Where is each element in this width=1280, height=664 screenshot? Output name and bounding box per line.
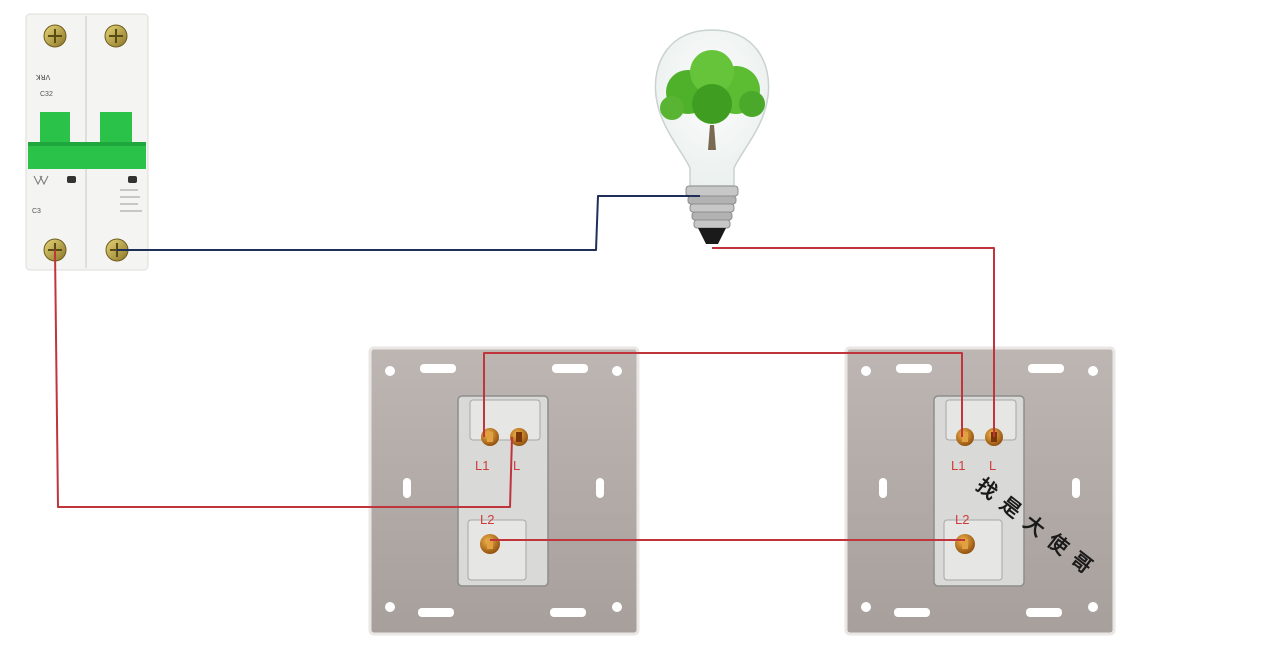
label-l1-right: L1: [951, 458, 965, 473]
breaker-curve-label: C3: [32, 208, 41, 215]
breaker-brand-label: ꓘꓤꓥ: [35, 74, 50, 82]
breaker-indicator-right: [128, 176, 137, 183]
neutral-wire: [117, 195, 700, 251]
live-wire-right-l-to-bulb: [712, 247, 995, 437]
terminal-l1-right: [956, 428, 974, 446]
tree-icon: [660, 50, 765, 150]
terminal-l2-left: [480, 534, 500, 554]
light-bulb-icon: [654, 29, 770, 244]
switch-left: L1 L L2: [368, 346, 640, 636]
switch-left-core: [457, 395, 549, 587]
label-l2-right: L2: [955, 512, 969, 527]
breaker-top-screw-left: [43, 24, 67, 48]
breaker-spec-text: [120, 189, 142, 212]
terminal-l-left: [510, 428, 528, 446]
bulb-base: [685, 185, 739, 244]
live-wire-breaker-to-left-l: [54, 249, 513, 508]
label-l-left: L: [513, 458, 520, 473]
terminal-l2-right: [955, 534, 975, 554]
label-l-right: L: [989, 458, 996, 473]
traveler-wire-l1: [483, 352, 963, 437]
breaker-top-screw-right: [104, 24, 128, 48]
terminal-l1-left: [481, 428, 499, 446]
breaker-symbol: [33, 175, 49, 186]
breaker-indicator-left: [67, 176, 76, 183]
circuit-breaker: ꓘꓤꓥ C32 C3: [25, 13, 149, 271]
breaker-lever[interactable]: [28, 112, 146, 169]
breaker-model-label: C32: [40, 91, 53, 98]
label-l1-left: L1: [475, 458, 489, 473]
label-l2-left: L2: [480, 512, 494, 527]
switch-right: L1 L L2: [844, 346, 1116, 636]
